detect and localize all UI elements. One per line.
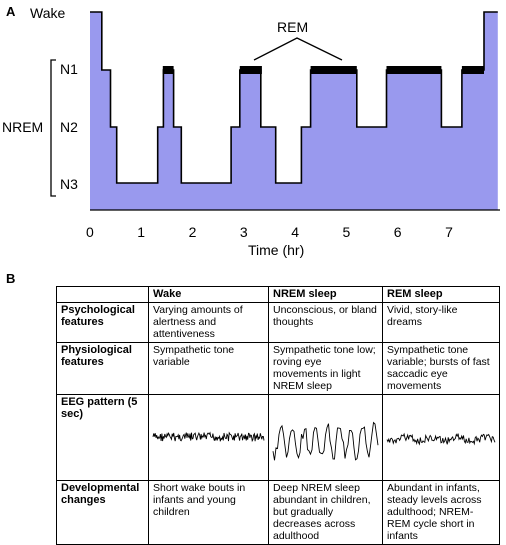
stage-label-n2: N2 [60, 119, 78, 135]
panel-b-label: B [6, 271, 16, 286]
table-row-eeg: EEG pattern (5 sec) [56, 394, 500, 481]
x-tick-label-2: 2 [189, 224, 197, 240]
table-header-nrem: NREM sleep [268, 286, 383, 303]
table-row-developmental: Developmental changes Short wake bouts i… [56, 480, 500, 545]
eeg-trace-wake [152, 431, 265, 443]
table-header-rem: REM sleep [382, 286, 500, 303]
stage-label-n1: N1 [60, 61, 78, 77]
rem-bar-1 [162, 66, 174, 74]
eeg-rem-waveform [386, 432, 496, 446]
cell-phys-wake: Sympathetic tone variable [148, 342, 269, 395]
cell-eeg-rem [382, 394, 500, 481]
stage-label-wake: Wake [30, 5, 65, 21]
cell-phys-rem: Sympathetic tone variable; bursts of fas… [382, 342, 500, 395]
eeg-wake-waveform [152, 431, 265, 443]
row-label-psychological: Psychological features [56, 302, 149, 343]
rem-annotation-pointer [253, 37, 343, 61]
cell-eeg-wake [148, 394, 269, 481]
stage-label-n3: N3 [60, 176, 78, 192]
row-label-eeg: EEG pattern (5 sec) [56, 394, 149, 481]
rem-bar-4 [386, 66, 442, 74]
cell-eeg-nrem [268, 394, 383, 481]
eeg-nrem-waveform [272, 421, 379, 461]
hypnogram: Wake N1 N2 N3 NREM REM 0 1 2 3 4 5 6 7 Time (hr… [2, 5, 500, 258]
table-row-physiological: Physiological features Sympathetic tone … [56, 342, 500, 395]
panel-a-label: A [6, 4, 16, 19]
table-header-row: Wake NREM sleep REM sleep [56, 286, 500, 303]
rem-bar-2 [239, 66, 262, 74]
x-tick-label-3: 3 [240, 224, 248, 240]
eeg-trace-nrem [272, 421, 379, 461]
x-tick-label-5: 5 [343, 224, 351, 240]
x-axis-ticks: 0 1 2 3 4 5 6 7 [86, 224, 453, 240]
x-tick-label-6: 6 [394, 224, 402, 240]
rem-bar-5 [461, 66, 484, 74]
cell-psych-nrem: Unconscious, or bland thoughts [268, 302, 383, 343]
table-row-psychological: Psychological features Varying amounts o… [56, 302, 500, 343]
cell-dev-wake: Short wake bouts in infants and young ch… [148, 480, 269, 545]
nrem-bracket [50, 59, 56, 197]
row-label-developmental: Developmental changes [56, 480, 149, 545]
rem-annotation-label: REM [277, 19, 308, 35]
x-tick-label-7: 7 [445, 224, 453, 240]
rem-bar-3 [310, 66, 357, 74]
x-tick-label-0: 0 [86, 224, 94, 240]
x-tick-label-4: 4 [291, 224, 299, 240]
stage-label-nrem: NREM [2, 119, 43, 135]
cell-phys-nrem: Sympathetic tone low; roving eye movemen… [268, 342, 383, 395]
x-tick-label-1: 1 [137, 224, 145, 240]
table-header-wake: Wake [148, 286, 269, 303]
sleep-stage-table: Wake NREM sleep REM sleep Psychological … [56, 286, 500, 545]
cell-dev-rem: Abundant in infants, steady levels acros… [382, 480, 500, 545]
eeg-trace-rem [386, 432, 496, 446]
rem-bars [162, 66, 484, 74]
table-header-empty [56, 286, 149, 303]
cell-psych-wake: Varying amounts of alertness and attenti… [148, 302, 269, 343]
hypnogram-stage-area [90, 12, 498, 210]
x-axis-title: Time (hr) [248, 242, 304, 258]
cell-psych-rem: Vivid, story-like dreams [382, 302, 500, 343]
row-label-physiological: Physiological features [56, 342, 149, 395]
cell-dev-nrem: Deep NREM sleep abundant in children, bu… [268, 480, 383, 545]
